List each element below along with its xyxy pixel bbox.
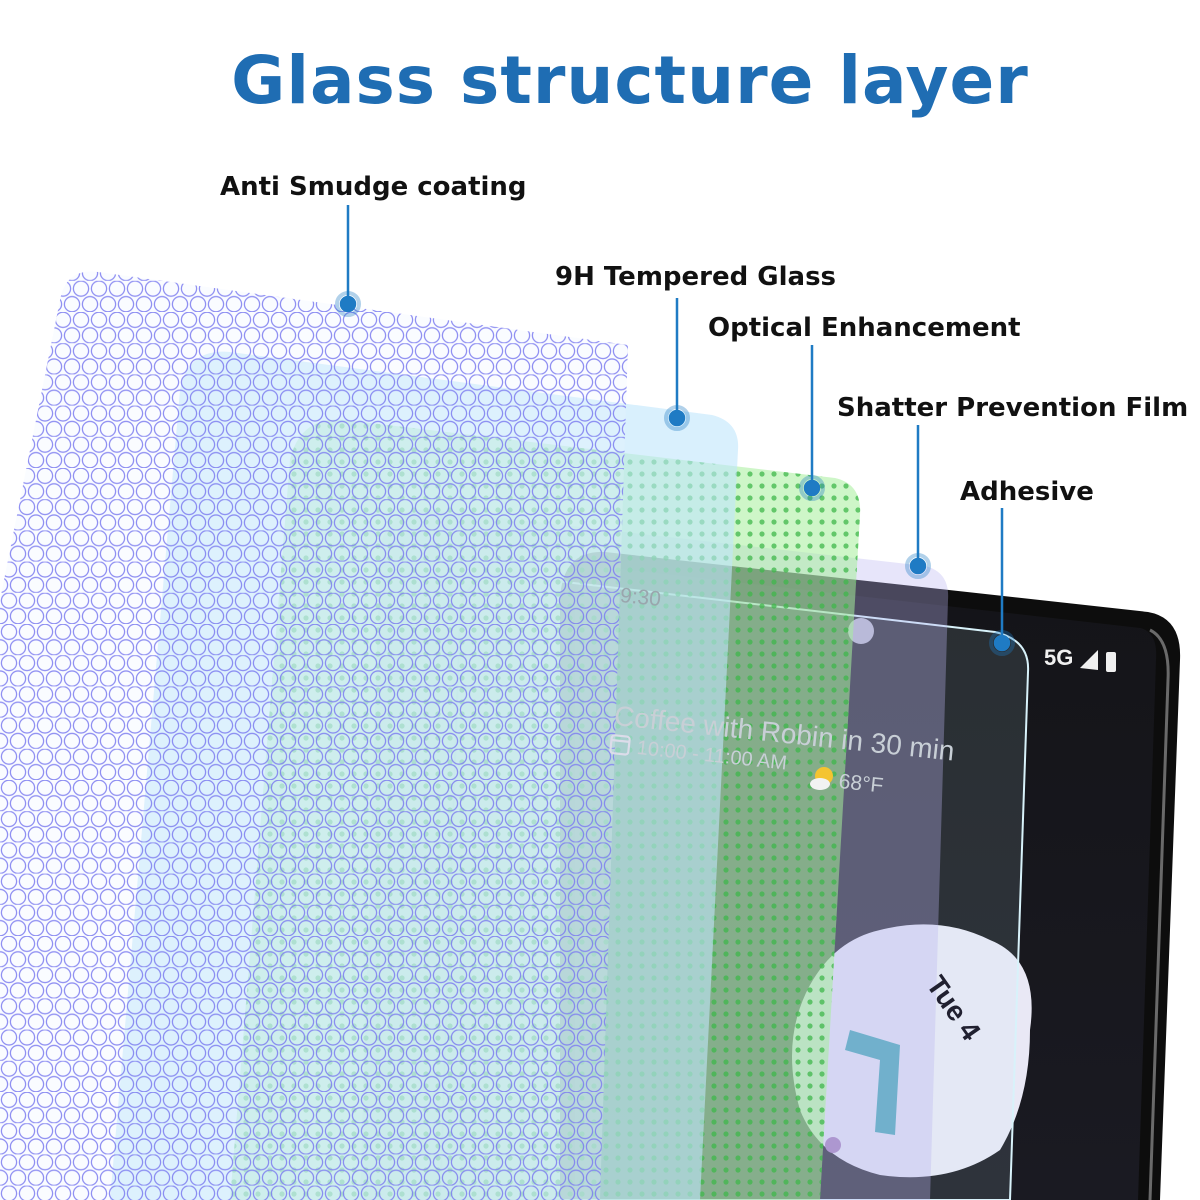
label-adhesive: Adhesive — [960, 477, 1094, 507]
clock-dot-icon — [825, 1137, 841, 1153]
battery-icon — [1106, 652, 1116, 672]
sun-cloud-icon — [810, 767, 833, 790]
calendar-icon — [609, 734, 631, 756]
leader-lines — [335, 205, 1015, 656]
network-status: 5G — [1044, 645, 1074, 670]
clock-digit: 7 — [0, 0, 1, 1]
status-time: 9:30 — [618, 583, 663, 612]
signal-icon — [1080, 650, 1098, 670]
page-title: Glass structure layer — [231, 42, 1029, 119]
label-shatter-prevention: Shatter Prevention Film — [837, 393, 1189, 423]
weather-temp: 68°F — [837, 770, 885, 798]
label-optical-enhancement: Optical Enhancement — [708, 313, 1021, 343]
clock-hand-icon — [845, 1030, 900, 1135]
label-anti-smudge: Anti Smudge coating — [220, 172, 527, 202]
camera-icon — [848, 618, 874, 644]
layer-sheets — [0, 271, 1030, 1200]
label-tempered-glass: 9H Tempered Glass — [555, 262, 837, 292]
clock-widget — [792, 924, 1032, 1178]
